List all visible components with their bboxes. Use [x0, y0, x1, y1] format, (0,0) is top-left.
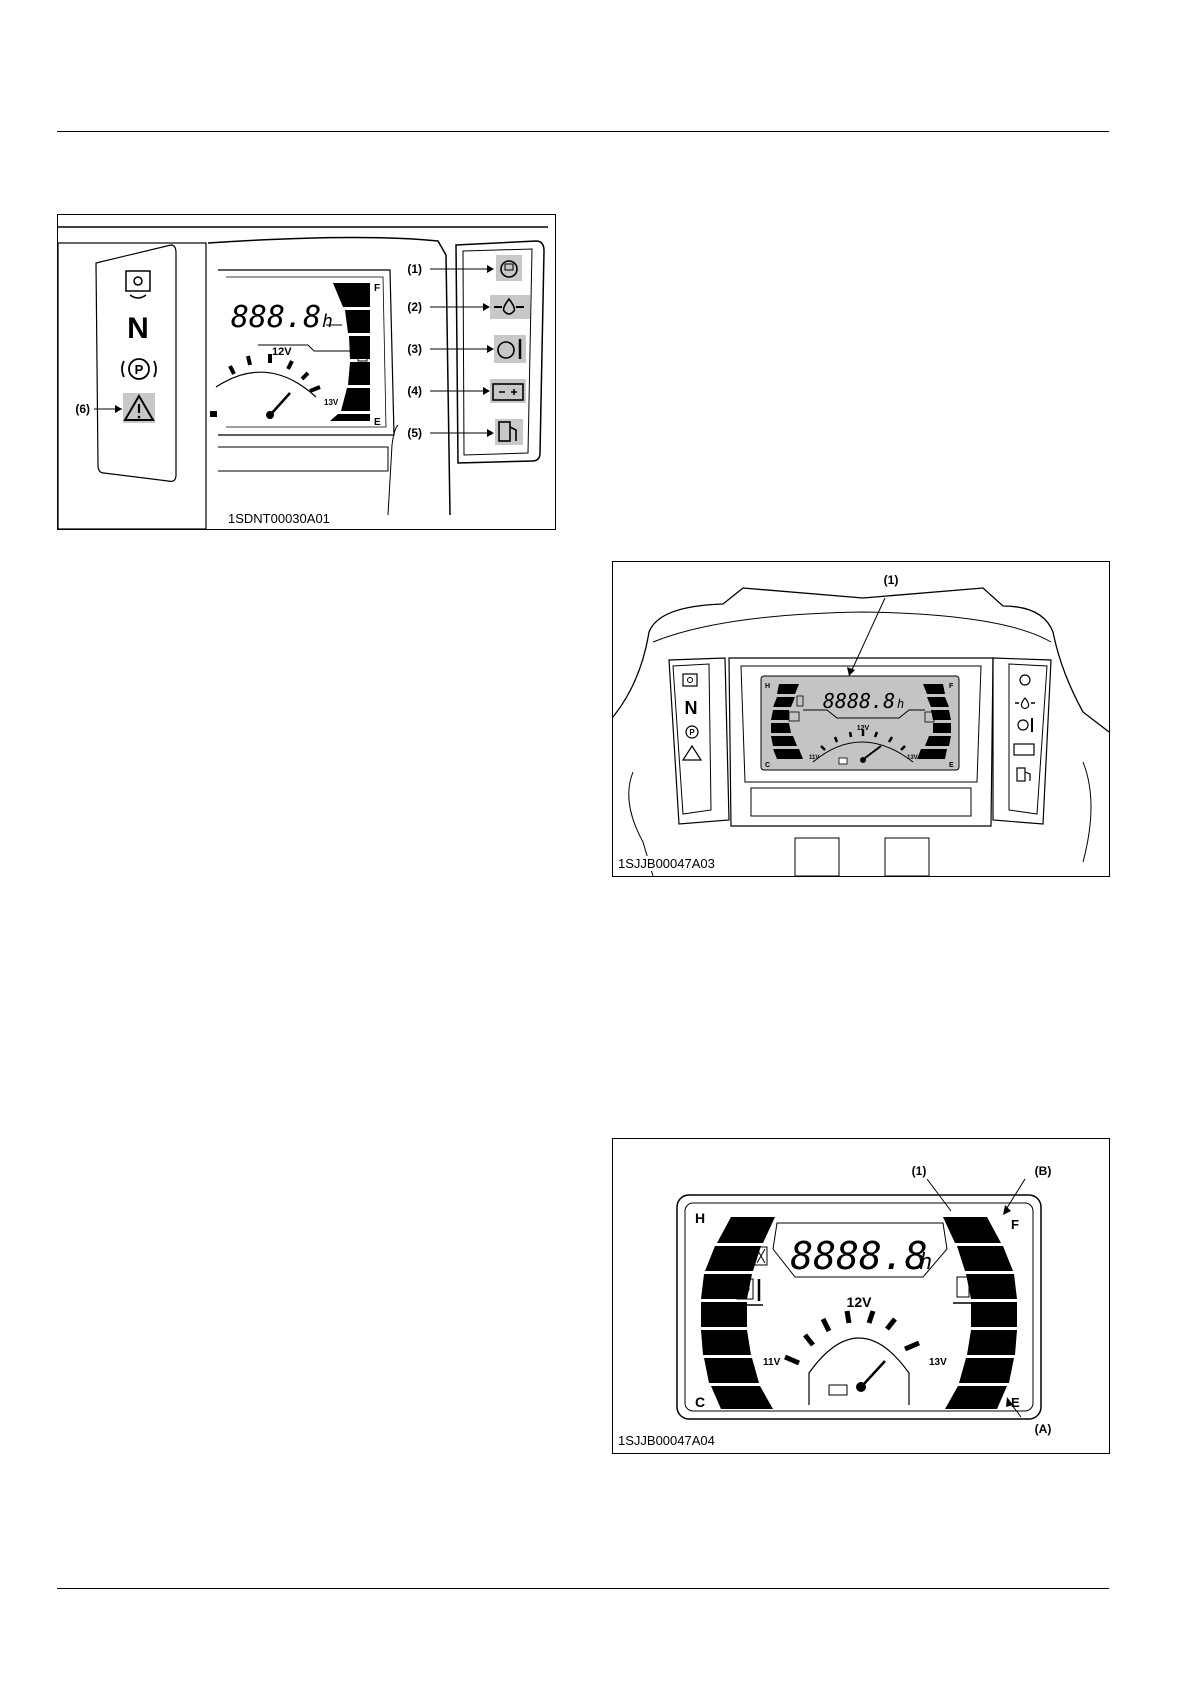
fuel-empty-label: E	[1011, 1395, 1020, 1410]
volt-12-label: 12V	[857, 725, 870, 732]
hour-unit: h	[897, 697, 904, 711]
fuel-gauge-segments	[943, 1217, 1017, 1409]
hour-meter-reading: 8888.8	[823, 689, 895, 713]
footer-rule	[57, 1588, 1109, 1589]
figure-id: 1SJJB00047A04	[616, 1433, 717, 1448]
callout-1: (1)	[407, 262, 422, 276]
figure-indicator-lamps: N P	[57, 214, 556, 530]
callout-2: (2)	[407, 300, 422, 314]
callout-3: (3)	[407, 342, 422, 356]
pto-icon	[683, 674, 697, 686]
voltmeter-needle	[863, 1361, 885, 1385]
temp-hot-label: H	[695, 1210, 705, 1226]
coolant-temperature-icon	[1018, 720, 1028, 730]
figure-id: 1SJJB00047A03	[616, 856, 717, 871]
voltmeter-ticks	[785, 1311, 919, 1363]
battery-charge-icon	[829, 1385, 847, 1395]
neutral-indicator: N	[127, 312, 149, 345]
figure-id: 1SDNT00030A01	[226, 511, 332, 526]
neutral-indicator: N	[685, 698, 698, 718]
volt-11-label: 11V	[809, 755, 819, 761]
volt-13-label: 13V	[929, 1357, 947, 1368]
fuel-empty-label: E	[374, 417, 381, 428]
battery-charge-icon	[1014, 744, 1034, 755]
volt-12-label: 12V	[272, 346, 292, 358]
temp-cold-label: C	[695, 1394, 705, 1410]
temp-hot-label: H	[765, 683, 770, 690]
fuel-full-label: F	[374, 283, 380, 294]
master-warning-icon	[683, 746, 701, 760]
volt-13-label: 13V	[907, 755, 918, 761]
figure-lcd-detail: 8888.8 h 12V 11V 13V H C F E (1) (B) (A)…	[612, 1138, 1110, 1454]
svg-text:P: P	[689, 728, 695, 737]
engine-oil-pressure-icon	[1021, 698, 1028, 709]
callout-1: (1)	[884, 573, 899, 587]
fuel-empty-label: E	[949, 762, 954, 769]
volt-13-label: 13V	[324, 398, 339, 407]
callout-1: (1)	[912, 1164, 927, 1178]
fuel-level-icon	[1017, 768, 1025, 781]
fuel-full-label: F	[949, 683, 954, 690]
hour-meter-reading: 8888.8	[790, 1234, 927, 1278]
volt-11-label: 11V	[763, 1357, 781, 1368]
callout-b: (B)	[1035, 1164, 1052, 1178]
glow-plug-indicator-icon	[1020, 675, 1030, 685]
hour-unit: h	[322, 311, 333, 332]
hour-meter-reading: 888.8	[231, 300, 321, 335]
temperature-gauge-segments	[701, 1217, 775, 1409]
temp-cold-label: C	[765, 762, 770, 769]
hour-unit: h	[919, 1250, 932, 1275]
callout-6: (6)	[75, 402, 90, 416]
callout-a: (A)	[1035, 1422, 1052, 1436]
fuel-full-label: F	[1011, 1217, 1019, 1232]
callout-4: (4)	[407, 384, 422, 398]
volt-12-label: 12V	[847, 1294, 873, 1310]
header-rule	[57, 131, 1109, 132]
figure-instrument-panel: N P 8888.8 h 12V 11V 13V H C F E (1) 1SJ…	[612, 561, 1110, 877]
svg-text:P: P	[135, 362, 144, 377]
callout-5: (5)	[407, 426, 422, 440]
